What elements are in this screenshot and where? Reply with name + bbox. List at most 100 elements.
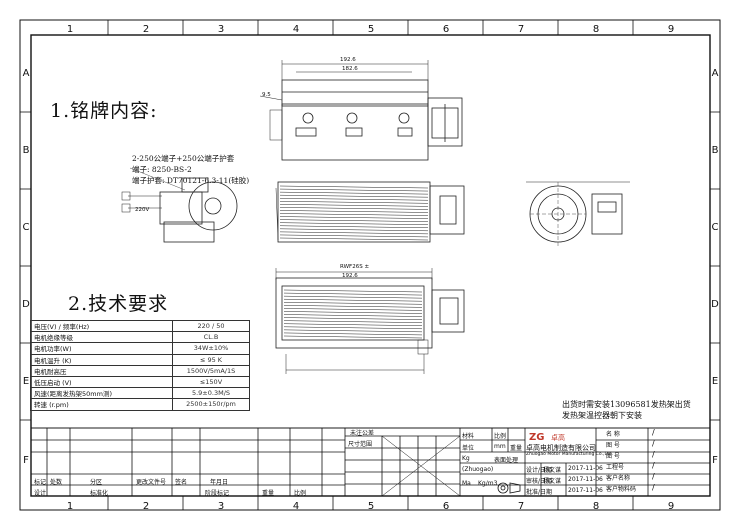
title-block-lines: [30, 427, 711, 497]
blade-line: [279, 191, 429, 195]
title-field-value: /: [652, 461, 655, 470]
rev-header-label: 处数: [50, 479, 63, 486]
col-label-7-bottom: 7: [517, 501, 525, 512]
tech-row: 电机温升 (K)≤ 95 K: [30, 353, 250, 366]
middle-view-blower: [275, 181, 465, 243]
mid-label: mm: [494, 443, 506, 450]
blade-line: [279, 216, 429, 219]
blade-line: [283, 314, 423, 317]
mid-label: 比例: [494, 433, 507, 440]
title-field-value: /: [652, 439, 655, 448]
tech-label: 风速(距离发热架50mm测): [30, 387, 173, 400]
blade-line: [283, 329, 423, 333]
title-field-label: 图 号: [606, 442, 620, 449]
tech-label: 低压启动 (V): [30, 375, 173, 389]
rev-row2-label: 阶段标记: [205, 490, 230, 497]
blade-line: [283, 317, 423, 320]
col-label-5: 5: [367, 24, 375, 35]
tech-label: 电机功率(W): [30, 342, 173, 355]
row-label-c-right: C: [711, 222, 719, 233]
tech-label: 电机温升 (K): [30, 353, 173, 366]
tech-value: 5.9±0.3M/S: [172, 387, 250, 400]
col-label-5-bottom: 5: [367, 501, 375, 512]
sign-name: 杨文谋: [543, 467, 562, 474]
tech-value: 2500±150r/pm: [172, 398, 250, 411]
tech-value: ≤150V: [172, 375, 250, 389]
blade-line: [283, 326, 423, 330]
tech-label: 电压(V) / 频率(Hz): [30, 319, 173, 333]
tech-value: CL.B: [172, 331, 250, 344]
blade-line: [283, 308, 423, 311]
sign-role: 审核/日期: [526, 478, 553, 485]
logo-letters: ZG: [529, 432, 544, 443]
blade-line: [279, 228, 429, 232]
row-label-c: C: [22, 222, 30, 233]
tolerance-title: 未注公差: [350, 430, 375, 437]
logo-brand: 卓高: [551, 433, 565, 442]
blade-line: [283, 298, 423, 302]
nameplate-motor-drawing: [121, 167, 238, 243]
tech-heading: 2.技术要求: [68, 293, 169, 315]
col-label-1: 1: [66, 24, 74, 35]
size-range-label: 尺寸范围: [348, 441, 373, 448]
outer-frame: [19, 19, 721, 511]
tech-value: 34W±10%: [172, 342, 250, 355]
rev-header-label: 年月日: [210, 479, 229, 486]
row-dividers: [20, 111, 720, 421]
title-field-label: 客户名称: [606, 475, 631, 482]
rev-row2-label: 重量: [262, 490, 275, 497]
tech-value: ≤ 95 K: [172, 353, 250, 366]
column-dividers: [107, 20, 634, 510]
mid-label: Ma: [462, 480, 471, 487]
col-label-9: 9: [667, 24, 675, 35]
col-label-6-bottom: 6: [442, 501, 450, 512]
blade-line: [279, 213, 429, 216]
col-label-3: 3: [217, 24, 225, 35]
row-label-e-right: E: [711, 376, 719, 387]
dim-bottom-width: 192.6: [342, 273, 358, 279]
end-view-motor: [526, 181, 630, 246]
col-label-1-bottom: 1: [66, 501, 74, 512]
blade-line: [279, 188, 429, 192]
rev-header-label: 更改文件号: [136, 479, 167, 486]
tech-value: 1500V/5mA/1S: [172, 364, 250, 377]
top-view-housing: [259, 60, 463, 161]
col-label-3-bottom: 3: [217, 501, 225, 512]
blade-line: [283, 323, 423, 326]
blade-line: [279, 225, 429, 229]
mid-label: 单位: [462, 445, 475, 452]
col-label-4-bottom: 4: [292, 501, 300, 512]
mid-label: Kg/m3: [478, 480, 498, 487]
blade-line: [283, 311, 423, 314]
plate-code: 220V: [135, 207, 150, 213]
blade-line: [279, 207, 429, 210]
blade-line: [279, 204, 429, 207]
blade-line: [279, 194, 429, 198]
row-label-a-right: A: [711, 68, 719, 79]
rev-header-label: 分区: [90, 479, 103, 486]
company-logo: ZG 卓高: [528, 431, 565, 443]
row-label-f-right: F: [712, 455, 718, 466]
dim-side-label: 9.5: [262, 92, 271, 98]
blade-line: [279, 185, 429, 189]
col-label-7: 7: [517, 24, 525, 35]
title-field-label: 名 称: [606, 431, 620, 438]
col-label-6: 6: [442, 24, 450, 35]
blade-line: [283, 332, 423, 336]
nameplate-heading: 1.铭牌内容:: [50, 100, 158, 122]
rev-header-label: 签名: [175, 479, 188, 486]
title-field-label: 工程号: [606, 464, 625, 471]
blade-line: [283, 302, 423, 305]
blade-line: [279, 197, 429, 201]
blade-line: [279, 201, 429, 204]
blade-line: [283, 320, 423, 323]
tech-row: 电压(V) / 频率(Hz)220 / 50: [30, 319, 250, 333]
blade-line: [283, 305, 423, 308]
rev-row2-label: 标准化: [90, 490, 109, 497]
tech-label: 转速 (r.pm): [30, 398, 173, 411]
blade-line: [279, 234, 429, 238]
sign-date: 2017-11-06: [568, 487, 603, 494]
company-name-cn: 卓高电机制造有限公司: [526, 444, 596, 452]
title-field-value: /: [652, 483, 655, 492]
